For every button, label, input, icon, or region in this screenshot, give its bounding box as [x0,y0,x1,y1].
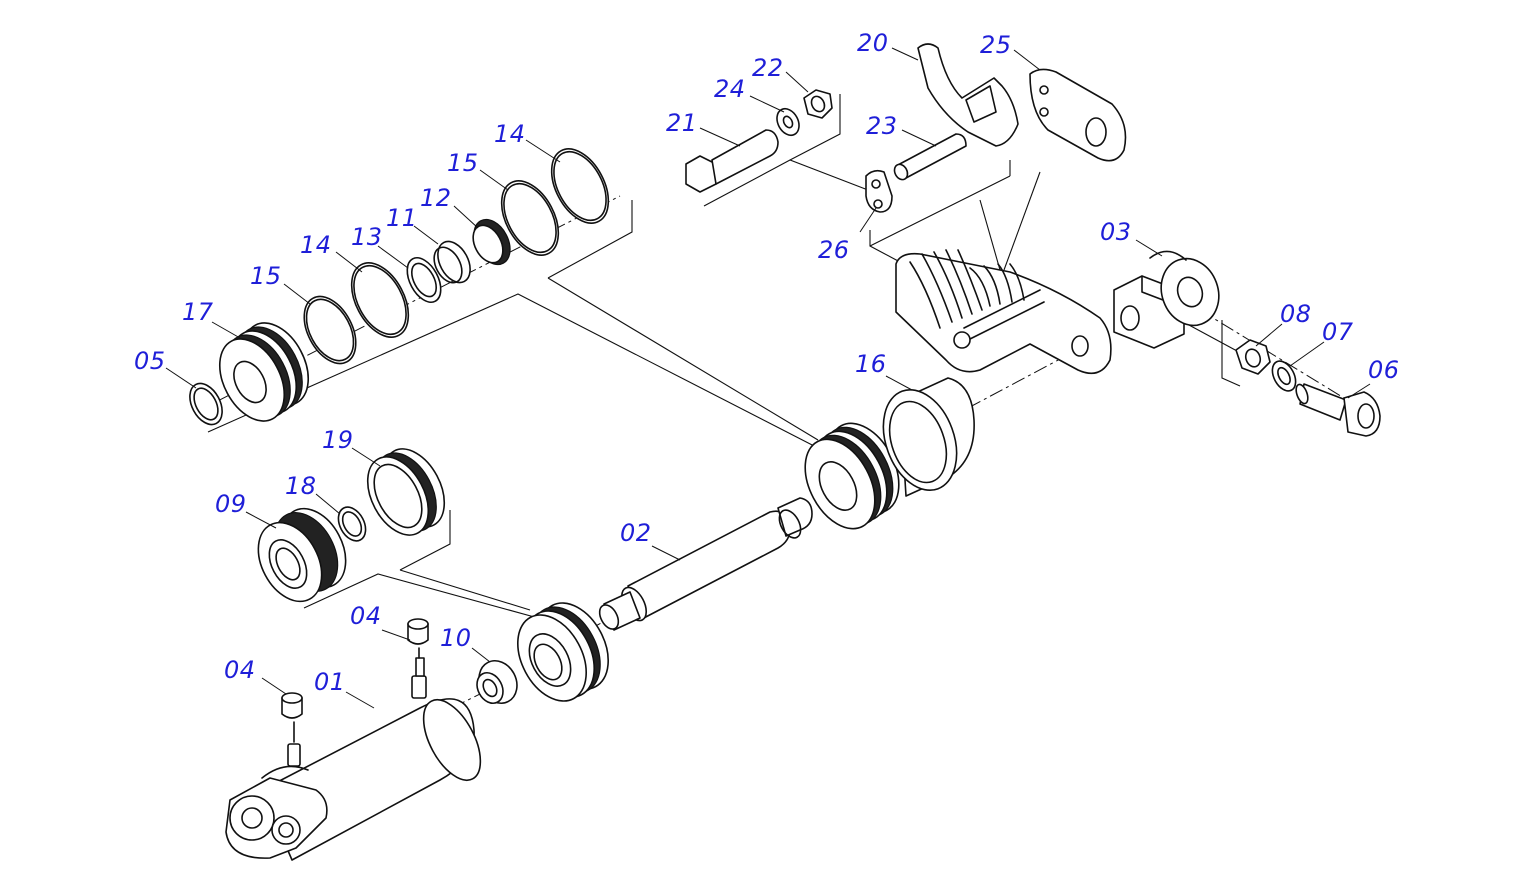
part-label-14-top: 14 [494,120,526,148]
part-label-11: 11 [386,204,418,232]
part-label-18: 18 [285,472,317,500]
seal-kit-rings [303,148,610,365]
part-label-25: 25 [980,31,1012,59]
leader-lines [165,47,1371,709]
part-label-08: 08 [1280,300,1312,328]
part-label-10: 10 [440,624,472,652]
part-label-03: 03 [1100,218,1132,246]
part-label-06: 06 [1368,356,1400,384]
part-label-22: 22 [752,54,784,82]
part-label-01: 01 [314,668,346,696]
part-06-bolt [1295,383,1381,437]
part-label-20: 20 [857,29,889,57]
part-label-15-top: 15 [447,149,479,177]
part-label-23: 23 [866,112,898,140]
part-22-nut [803,89,833,119]
part-label-07: 07 [1322,318,1354,346]
part-label-26: 26 [818,236,850,264]
part-10-nut [476,660,518,705]
part-05-ring [189,382,223,426]
part-17-gland [218,322,310,422]
part-label-13: 13 [351,223,383,251]
part-07-washer [1271,360,1297,392]
part-04-caps [281,618,429,743]
upper-piston [804,422,900,530]
part-02-piston-rod [598,497,813,631]
part-19-seal-ring [366,448,446,536]
part-09-piston [257,507,347,603]
part-label-21: 21 [666,109,698,137]
part-21-bolt [685,129,779,193]
part-label-19: 19 [322,426,354,454]
part-16-large-nut [882,377,975,497]
part-label-04-lower: 04 [224,656,256,684]
lower-piston [517,602,609,702]
finned-bracket [895,249,1112,375]
part-03-clevis-block [1113,250,1220,349]
part-label-02: 02 [620,519,652,547]
part-25-plate [1029,68,1127,162]
part-label-16: 16 [855,350,887,378]
part-26-link-plate [865,169,893,213]
part-label-05: 05 [134,347,166,375]
part-23-pin [893,133,967,181]
part-label-15-mid: 15 [250,262,282,290]
part-24-washer [776,107,800,137]
part-label-04-upper: 04 [350,602,382,630]
part-20-hook [917,43,1019,147]
part-08-nut [1235,339,1271,375]
part-01-cylinder-body [225,657,482,861]
part-label-12: 12 [420,184,452,212]
part-label-14-mid: 14 [300,231,332,259]
part-18-o-ring [337,506,367,542]
part-label-24: 24 [714,75,746,103]
part-label-17: 17 [182,298,214,326]
part-label-09: 09 [215,490,247,518]
